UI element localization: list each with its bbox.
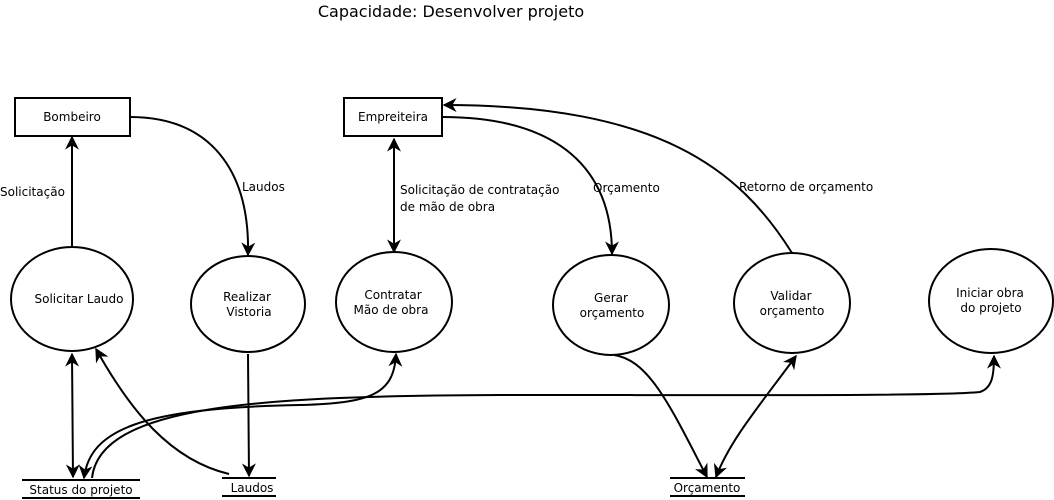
entity-bombeiro: Bombeiro xyxy=(14,97,131,137)
flow-label-solicitacao-contratacao-line1: Solicitação de contratação xyxy=(400,183,559,197)
process-validar-orcamento: Validar orçamento xyxy=(733,252,851,354)
store-orcamento: Orçamento xyxy=(670,477,745,497)
entity-bombeiro-label: Bombeiro xyxy=(43,110,101,124)
process-realizar-vistoria: Realizar Vistoria xyxy=(190,255,306,353)
process-solicitar-laudo: Solicitar Laudo xyxy=(10,246,134,352)
store-status-label: Status do projeto xyxy=(29,483,132,497)
process-gerar-orcamento: Gerar orçamento xyxy=(552,254,670,356)
diagram-title: Capacidade: Desenvolver projeto xyxy=(318,2,584,21)
store-status-do-projeto: Status do projeto xyxy=(22,479,140,499)
process-realizar-vistoria-line2: Vistoria xyxy=(226,305,271,319)
process-iniciar-obra: Iniciar obra do projeto xyxy=(928,248,1054,354)
flow-status-iniciar xyxy=(91,354,1001,479)
flow-label-solicitacao-contratacao-line2: de mão de obra xyxy=(400,200,495,214)
flow-orcamento-validar xyxy=(713,354,797,479)
flow-laudos-to-solicitar xyxy=(95,347,230,475)
flow-label-retorno-de-orcamento: Retorno de orçamento xyxy=(739,180,873,194)
process-realizar-vistoria-line1: Realizar xyxy=(223,290,271,304)
process-validar-line1: Validar xyxy=(770,289,811,303)
flow-solicitar-status xyxy=(65,352,80,479)
store-orcamento-label: Orçamento xyxy=(674,481,741,495)
store-laudos-label: Laudos xyxy=(231,481,274,495)
process-solicitar-laudo-label: Solicitar Laudo xyxy=(35,292,124,306)
process-iniciar-line2: do projeto xyxy=(960,301,1021,315)
process-contratar-line2: Mão de obra xyxy=(354,303,429,317)
entity-empreiteira-label: Empreiteira xyxy=(358,110,428,124)
process-validar-line2: orçamento xyxy=(760,304,825,318)
flow-label-solicitacao: Solicitação xyxy=(0,185,65,199)
flow-validar-to-empreiteira xyxy=(442,98,793,254)
store-laudos: Laudos xyxy=(222,477,276,497)
entity-empreiteira: Empreiteira xyxy=(343,97,443,137)
flow-empreiteira-to-gerar xyxy=(441,116,619,256)
process-iniciar-line1: Iniciar obra xyxy=(956,286,1024,300)
process-contratar-line1: Contratar xyxy=(364,288,421,302)
flow-label-laudos: Laudos xyxy=(242,180,285,194)
flow-realizar-to-laudos xyxy=(241,353,256,478)
process-gerar-line2: orçamento xyxy=(580,306,645,320)
flow-label-orcamento: Orçamento xyxy=(593,181,660,195)
flow-status-contratar xyxy=(78,352,403,480)
flow-bombeiro-to-realizar xyxy=(129,116,256,257)
process-gerar-line1: Gerar xyxy=(594,291,628,305)
process-contratar-mao-de-obra: Contratar Mão de obra xyxy=(335,251,453,353)
flow-gerar-to-orcamento xyxy=(613,354,708,479)
